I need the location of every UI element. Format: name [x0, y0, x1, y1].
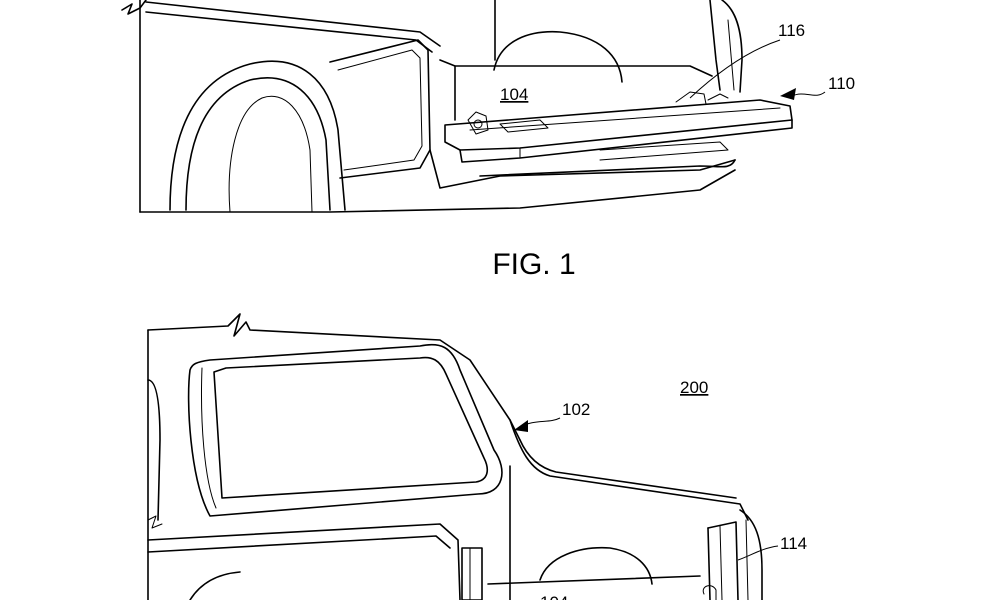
- label-114: 114: [780, 534, 807, 553]
- label-110: 110: [828, 74, 855, 93]
- fig2-truck-cab-and-bed: [148, 314, 778, 600]
- label-104-fig2: 104: [540, 593, 568, 600]
- label-102: 102: [562, 400, 590, 419]
- label-116: 116: [778, 21, 805, 40]
- label-104: 104: [500, 85, 528, 104]
- label-200: 200: [680, 378, 708, 397]
- fig1-truck-bed: [122, 0, 825, 212]
- fig1-caption: FIG. 1: [492, 248, 575, 281]
